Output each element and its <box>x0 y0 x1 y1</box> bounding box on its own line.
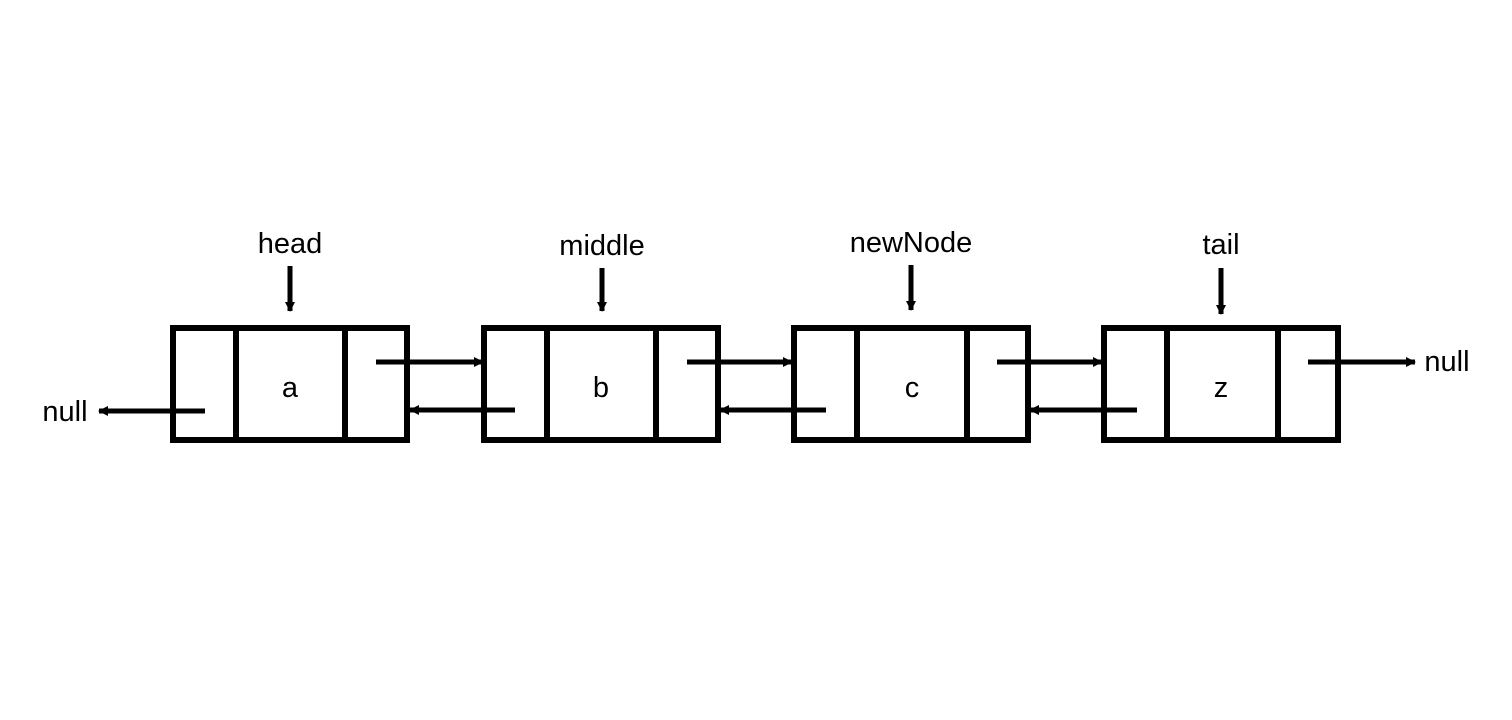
pointer-label-head: head <box>258 228 323 260</box>
null-label-right: null <box>1424 346 1469 378</box>
pointer-label-tail: tail <box>1202 229 1239 261</box>
node-value-z: z <box>1214 372 1229 404</box>
node-value-b: b <box>593 372 609 404</box>
node-box-c <box>791 325 1031 443</box>
node-z: tail z <box>1101 229 1341 443</box>
node-c: newNode c <box>791 227 1031 443</box>
node-box-z <box>1101 325 1341 443</box>
pointer-label-newnode: newNode <box>850 227 973 259</box>
node-value-c: c <box>905 372 920 404</box>
node-b: middle b <box>481 230 721 443</box>
node-a: head a <box>170 228 410 443</box>
node-value-a: a <box>282 372 299 404</box>
node-box-b <box>481 325 721 443</box>
pointer-label-middle: middle <box>559 230 644 262</box>
node-box-a <box>170 325 410 443</box>
null-label-left: null <box>42 396 87 428</box>
